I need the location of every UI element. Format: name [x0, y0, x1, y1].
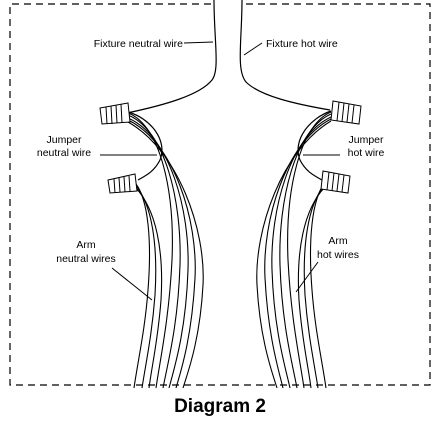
arm-hot-wires-lower	[297, 183, 327, 389]
label-jumper-hot-line2: hot wire	[348, 147, 385, 159]
label-arm-neutral-line2: neutral wires	[56, 253, 116, 265]
diagram-title: Diagram 2	[174, 396, 266, 417]
label-jumper-neutral-line2: neutral wire	[37, 147, 91, 159]
leader-arm-neutral	[111, 267, 153, 301]
wire-nut-lower-left	[107, 173, 138, 194]
wire-nut-lower-right	[320, 170, 351, 194]
jumper-hot-wire	[297, 110, 332, 181]
wire-nut-upper-left	[99, 102, 131, 125]
dashed-enclosure	[9, 3, 431, 386]
label-arm-hot-line1: Arm	[328, 235, 348, 247]
wire-nut-upper-right	[330, 100, 362, 125]
label-jumper-neutral-line1: Jumper	[46, 134, 82, 146]
arm-neutral-wires-lower	[133, 183, 163, 389]
leader-arm-hot	[295, 261, 319, 293]
leader-fixture-neutral	[183, 41, 214, 44]
fixture-neutral-wire	[126, 0, 217, 114]
label-fixture-neutral-wire: Fixture neutral wire	[94, 38, 183, 50]
fixture-hot-wire	[239, 0, 331, 111]
label-arm-neutral-line1: Arm	[76, 239, 96, 251]
arm-neutral-wire-bundle	[127, 112, 204, 389]
label-fixture-hot-wire: Fixture hot wire	[266, 38, 338, 50]
label-arm-hot-line2: hot wires	[317, 249, 359, 261]
leader-fixture-hot	[243, 42, 263, 56]
label-jumper-hot-line1: Jumper	[348, 134, 384, 146]
jumper-neutral-wire	[127, 111, 163, 181]
arm-hot-wire-bundle	[256, 111, 332, 389]
